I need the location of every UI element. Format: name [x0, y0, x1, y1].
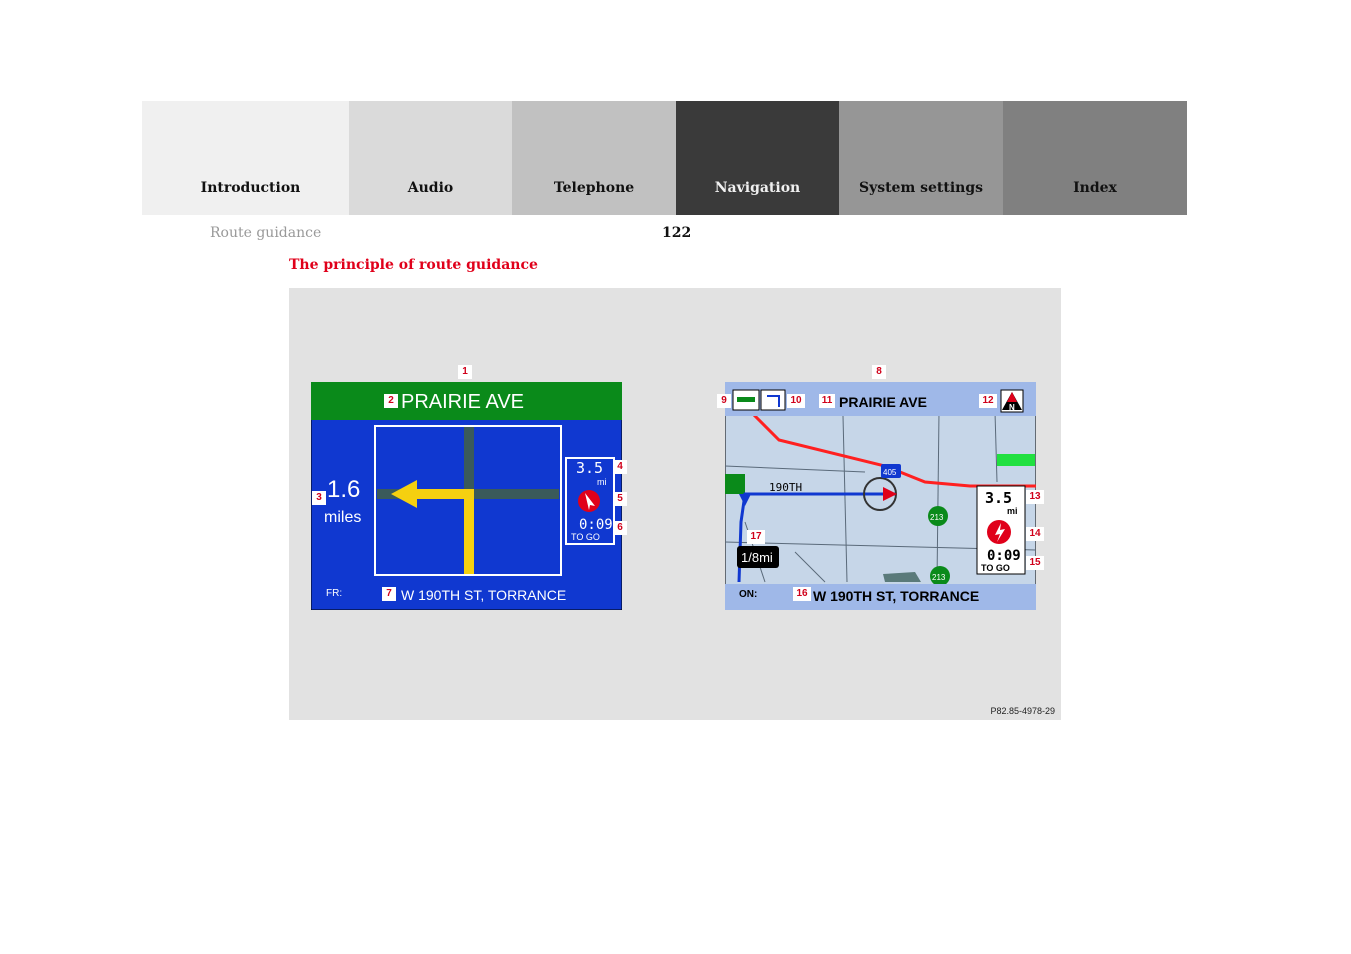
- interstate-shield-icon: [881, 464, 901, 478]
- water-area: [883, 572, 921, 582]
- figure-panel: PRAIRIE AVE 1.6 miles 3.5 mi 0:09 TO GO …: [289, 288, 1061, 720]
- section-title: Route guidance: [210, 225, 322, 241]
- map-footer-bar: [725, 584, 1036, 610]
- callout-12: 12: [979, 394, 997, 408]
- route-shield-icon-2: [930, 566, 950, 586]
- guidance-screen-arrow-view: PRAIRIE AVE 1.6 miles 3.5 mi 0:09 TO GO …: [311, 382, 622, 610]
- park-area: [725, 474, 745, 494]
- time-to-go-label: TO GO: [571, 532, 600, 542]
- tab-index[interactable]: Index: [1003, 101, 1187, 215]
- time-to-go-label: TO GO: [981, 563, 1010, 573]
- on-label: ON:: [739, 589, 757, 600]
- top-navigation-tabs: Introduction Audio Telephone Navigation …: [142, 101, 1187, 215]
- route-213-label-a: 213: [930, 513, 944, 522]
- callout-13: 13: [1026, 490, 1044, 504]
- tab-introduction-label: Introduction: [200, 180, 301, 196]
- guidance-arrow-icon: [739, 494, 751, 506]
- map-scale-label: 1/8mi: [741, 550, 773, 565]
- route-shield-icon: [928, 506, 948, 526]
- remaining-distance-value: 3.5: [576, 459, 603, 477]
- callout-4: 4: [613, 460, 627, 474]
- distance-to-turn-unit: miles: [324, 509, 361, 526]
- next-street-label: PRAIRIE AVE: [839, 394, 927, 410]
- remaining-distance-value: 3.5: [985, 489, 1012, 507]
- callout-6: 6: [613, 521, 627, 535]
- map-scale-box: [737, 546, 779, 568]
- page-heading: The principle of route guidance: [289, 257, 538, 273]
- callout-9: 9: [717, 394, 731, 408]
- current-street-label: W 190TH ST, TORRANCE: [401, 587, 566, 603]
- vehicle-position-icon: [883, 487, 897, 501]
- page-number: 122: [662, 225, 692, 241]
- tab-telephone-label: Telephone: [553, 180, 635, 196]
- route-213-label-b: 213: [932, 573, 946, 582]
- distance-to-turn-value: 1.6: [327, 476, 360, 503]
- callout-17: 17: [747, 530, 765, 544]
- from-label: FR:: [326, 588, 342, 599]
- time-to-go-value: 0:09: [987, 548, 1021, 564]
- callout-15: 15: [1026, 556, 1044, 570]
- tab-index-label: Index: [1073, 180, 1117, 196]
- tab-system-settings-label: System settings: [858, 180, 984, 196]
- tab-introduction[interactable]: Introduction: [142, 101, 349, 215]
- tab-navigation[interactable]: Navigation: [676, 101, 839, 215]
- tab-audio[interactable]: Audio: [349, 101, 512, 215]
- callout-1: 1: [458, 365, 472, 379]
- time-to-go-value: 0:09: [579, 517, 613, 533]
- tab-telephone[interactable]: Telephone: [512, 101, 676, 215]
- callout-14: 14: [1026, 527, 1044, 541]
- route-segment: [464, 489, 474, 574]
- tab-navigation-label: Navigation: [714, 180, 801, 196]
- callout-5: 5: [613, 492, 627, 506]
- callout-2: 2: [384, 394, 398, 408]
- callout-10: 10: [787, 394, 805, 408]
- tab-audio-label: Audio: [407, 180, 454, 196]
- guidance-screen-map-view: 190TH 405 213 213 PRAIRIE AVE N 3.5 mi 0…: [725, 382, 1036, 610]
- route-turn-segment: [411, 489, 474, 499]
- callout-11: 11: [819, 394, 835, 408]
- current-street-label: W 190TH ST, TORRANCE: [813, 588, 979, 604]
- figure-code: P82.85-4978-29: [990, 706, 1055, 716]
- callout-8: 8: [872, 365, 886, 379]
- next-street-label: PRAIRIE AVE: [401, 391, 524, 413]
- street-header-bar: [311, 382, 622, 420]
- green-area: [997, 454, 1035, 466]
- turn-left-icon: [760, 389, 786, 411]
- tab-system-settings[interactable]: System settings: [839, 101, 1003, 215]
- compass-needle-icon: [585, 493, 595, 510]
- remaining-distance-unit: mi: [1007, 506, 1018, 516]
- remaining-distance-unit: mi: [597, 477, 607, 487]
- road-label-190th: 190TH: [769, 481, 802, 494]
- compass-needle-icon: [995, 523, 1005, 542]
- north-label: N: [1009, 403, 1015, 412]
- callout-7: 7: [382, 587, 396, 601]
- callout-16: 16: [793, 587, 811, 601]
- route-405-label: 405: [883, 468, 897, 477]
- callout-3: 3: [312, 491, 326, 505]
- left-turn-arrow-icon: [391, 480, 417, 508]
